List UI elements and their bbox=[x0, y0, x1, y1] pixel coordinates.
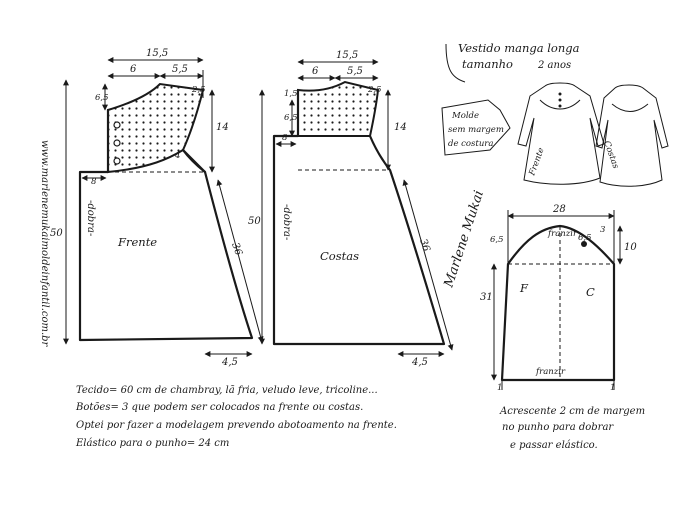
signature: Marlene Mukai bbox=[441, 189, 487, 290]
sleeve-length: 31 bbox=[480, 292, 493, 303]
front-length: 50 bbox=[50, 228, 63, 239]
back-width-total: 15,5 bbox=[336, 50, 358, 61]
back-neck-width: 5,5 bbox=[347, 66, 363, 77]
callout-line3: de costura bbox=[448, 139, 493, 149]
sleeve-width: 28 bbox=[552, 204, 566, 215]
front-fold: -dobra- bbox=[85, 200, 96, 237]
front-width-total: 15,5 bbox=[146, 48, 168, 59]
front-pattern: 15,5 6 5,5 2,5 6,5 14 4 8 50 -dobra- Fre… bbox=[50, 48, 264, 368]
note-line3: Optei por fazer a modelagem prevendo abo… bbox=[76, 420, 397, 431]
back-pattern: 15,5 6 5,5 2,5 1,5 6,5 14 8 50 -dobra- C… bbox=[248, 50, 454, 368]
sleeve-cap-left: 6,5 bbox=[490, 235, 504, 245]
sleeve-note-line2: no punho para dobrar bbox=[502, 422, 614, 433]
sleeve-note-line3: e passar elástico. bbox=[510, 440, 598, 451]
title-block: Vestido manga longa tamanho 2 anos bbox=[445, 41, 580, 83]
fabric-notes: Tecido= 60 cm de chambray, lã fria, velu… bbox=[75, 385, 397, 449]
back-yoke-height: 14 bbox=[394, 122, 407, 133]
back-side-dim bbox=[402, 179, 454, 351]
back-hem-ext: 4,5 bbox=[411, 357, 428, 368]
back-length: 50 bbox=[248, 216, 261, 227]
title-line1: Vestido manga longa bbox=[458, 41, 580, 55]
front-label: Frente bbox=[117, 235, 157, 249]
front-shoulder-drop: 2,5 bbox=[191, 85, 206, 95]
callout-box: Molde sem margem de costura bbox=[441, 99, 511, 156]
sleeve-cuff-right: 1 bbox=[610, 383, 615, 393]
title-bracket bbox=[445, 43, 466, 83]
back-yoke-height-65: 6,5 bbox=[284, 113, 298, 123]
front-neck-width: 5,5 bbox=[172, 64, 188, 75]
front-armhole bbox=[181, 148, 207, 174]
sleeve-gather-top: franzir bbox=[547, 229, 578, 239]
note-line1: Tecido= 60 cm de chambray, lã fria, velu… bbox=[76, 385, 378, 396]
sleeve-pattern: 28 6,5 6,5 3 franzir 10 31 F C franzir 1… bbox=[480, 204, 637, 393]
front-neck-depth: 6,5 bbox=[95, 93, 109, 103]
front-side: 36 bbox=[229, 241, 244, 257]
front-buttons bbox=[113, 121, 121, 165]
note-line2: Botões= 3 que podem ser colocados na fre… bbox=[75, 402, 363, 413]
title-line2: tamanho bbox=[462, 57, 513, 71]
front-hem-ext: 4,5 bbox=[221, 357, 238, 368]
front-waist-8: 8 bbox=[91, 177, 97, 187]
front-inner-4: 4 bbox=[174, 151, 180, 161]
callout-line1: Molde bbox=[451, 111, 479, 121]
back-side: 36 bbox=[417, 238, 432, 254]
sleeve-ease: 3 bbox=[600, 225, 605, 235]
callout-line2: sem margem bbox=[448, 125, 504, 135]
back-waist-8: 8 bbox=[282, 133, 288, 143]
title-size: 2 anos bbox=[537, 60, 571, 71]
back-label: Costas bbox=[320, 249, 359, 263]
back-yoke-width: 6 bbox=[312, 66, 319, 77]
back-fold: -dobra- bbox=[281, 204, 292, 241]
back-yoke bbox=[297, 80, 380, 137]
sleeve-front-mark: F bbox=[519, 281, 529, 295]
sleeve-back-mark: C bbox=[586, 285, 595, 299]
sleeve-cuff-left: 1 bbox=[497, 383, 502, 393]
front-yoke-width: 6 bbox=[130, 64, 137, 75]
sleeve-notes: Acrescente 2 cm de margem no punho para … bbox=[499, 406, 645, 451]
back-neck-depth: 1,5 bbox=[284, 89, 298, 99]
dress-illustration: Frente Costas bbox=[517, 82, 669, 187]
sleeve-cap-height: 10 bbox=[624, 242, 637, 253]
sleeve-gather-bottom: franzir bbox=[535, 367, 566, 377]
illustration-front-label: Frente bbox=[527, 146, 547, 178]
back-shoulder-drop: 2,5 bbox=[367, 85, 382, 95]
front-yoke-height: 14 bbox=[216, 122, 229, 133]
sleeve-cap-right: 6,5 bbox=[578, 233, 592, 243]
front-yoke bbox=[107, 82, 205, 174]
sleeve-outline bbox=[500, 224, 616, 382]
illustration-back-label: Costas bbox=[601, 140, 620, 171]
website-url: www.marlenemukaimoldeinfantil.com.br bbox=[39, 140, 50, 348]
sleeve-note-line1: Acrescente 2 cm de margem bbox=[499, 406, 645, 417]
front-side-dim bbox=[216, 179, 264, 343]
note-line4: Elástico para o punho= 24 cm bbox=[75, 438, 229, 449]
